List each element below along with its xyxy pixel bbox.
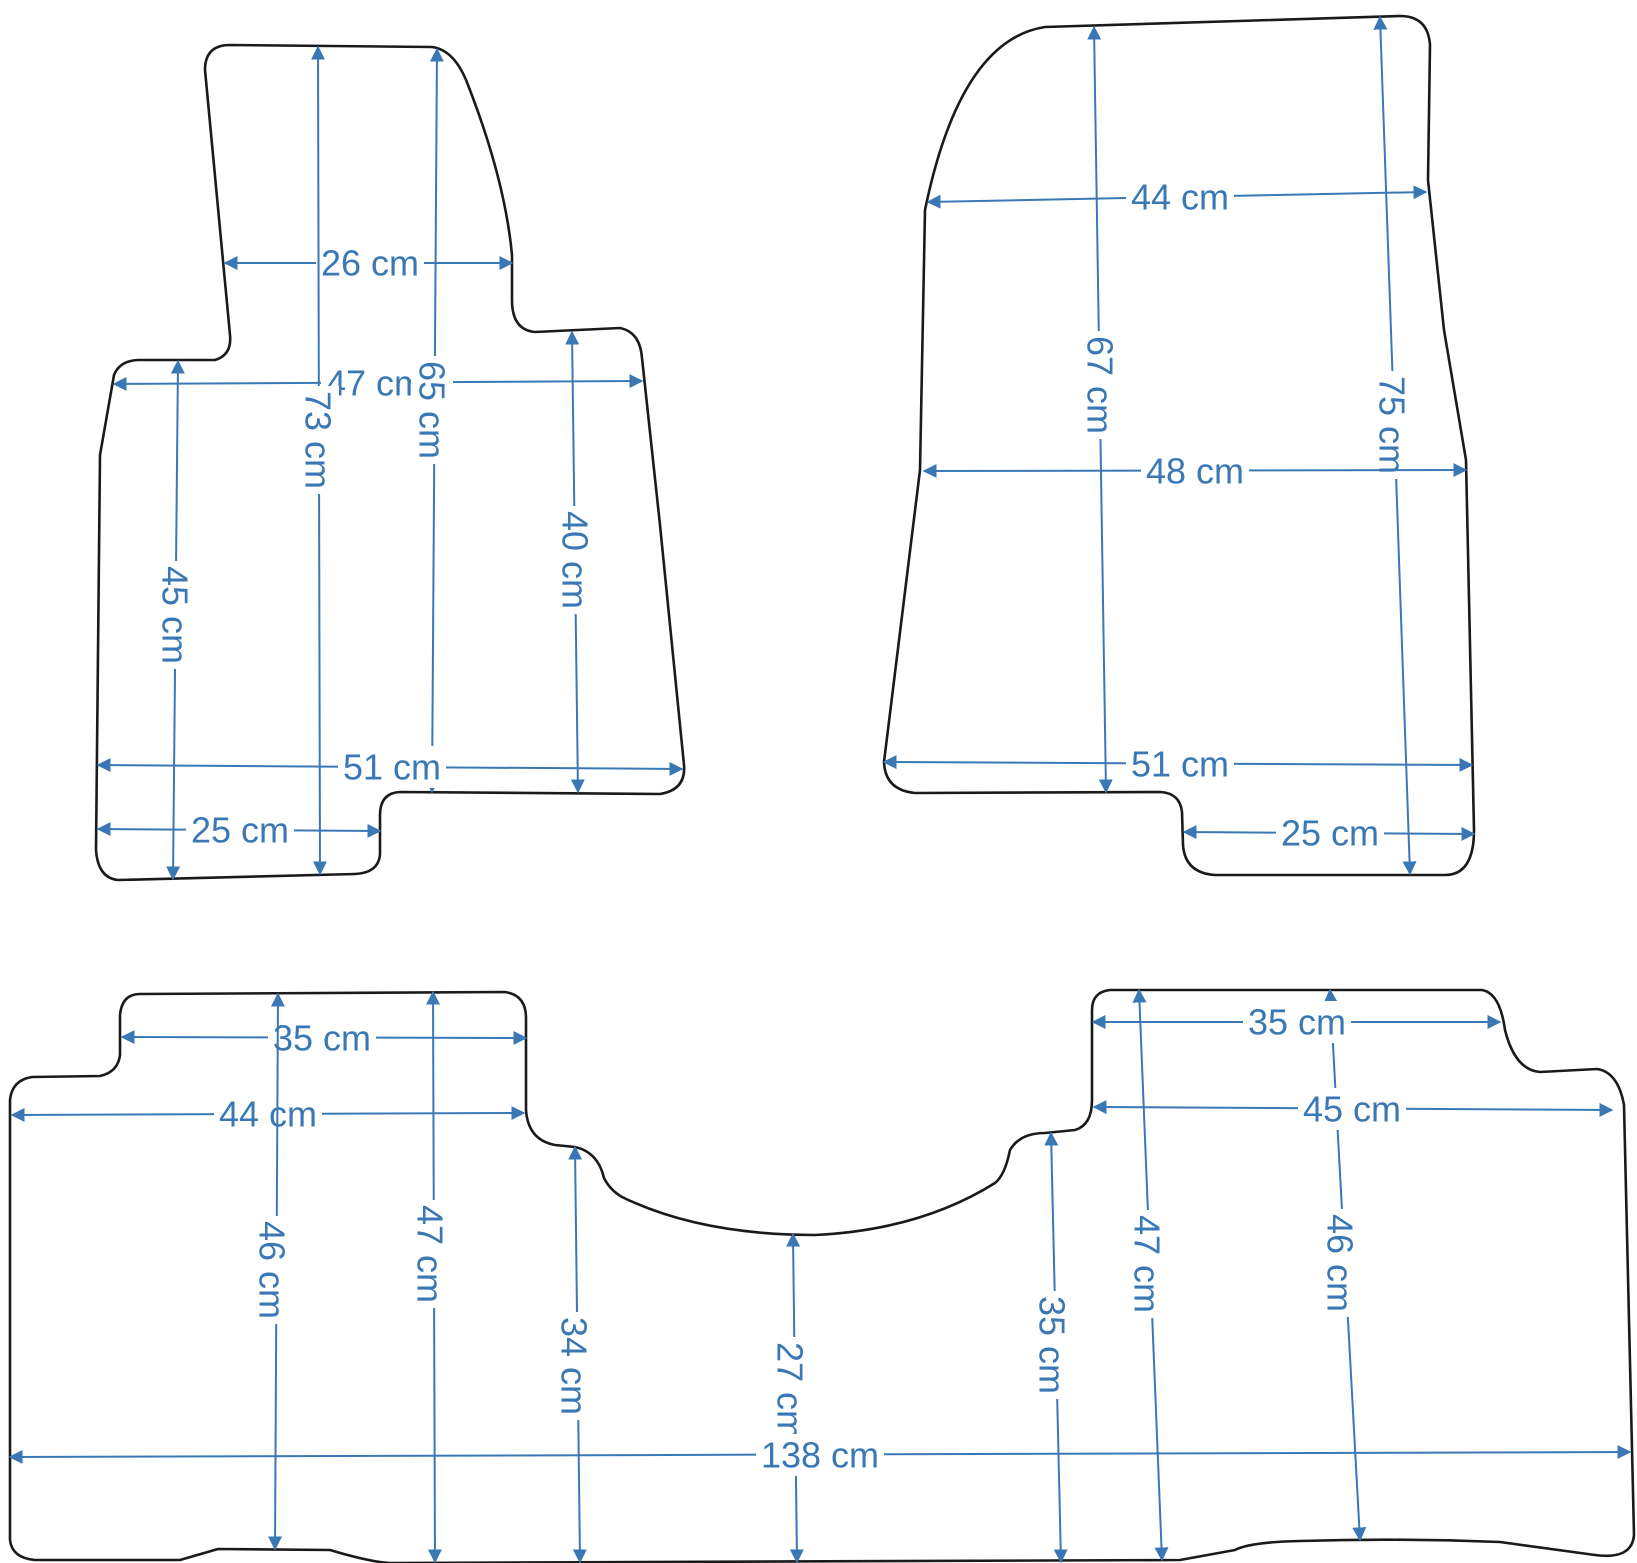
front-left-dimension-label-2: 47 cm bbox=[326, 363, 424, 404]
front-left-dimension-label-3: 73 cm bbox=[298, 391, 339, 489]
dimension-label-background bbox=[154, 561, 196, 669]
rear-dimension-label-group-9: 46 cm bbox=[1319, 1209, 1361, 1317]
front-right-dimension-label-group-5: 51 cm bbox=[1126, 743, 1234, 785]
front-right-mat-outline bbox=[882, 14, 1476, 877]
front-left-dimension-label-group-6: 45 cm bbox=[154, 561, 196, 669]
dimension-label-background bbox=[297, 386, 339, 494]
dimension-label-background bbox=[411, 356, 453, 464]
dimension-label-background bbox=[1276, 812, 1384, 854]
rear-mat-outline bbox=[8, 988, 1636, 1563]
rear-dimension-label-group-11: 45 cm bbox=[1298, 1088, 1406, 1130]
dimension-label-background bbox=[553, 1312, 595, 1420]
dimension-label-background bbox=[409, 1200, 451, 1308]
rear-dimension-label-5: 34 cm bbox=[554, 1317, 595, 1415]
dimension-label-background bbox=[1079, 331, 1121, 439]
front-left-dimension-label-group-5: 40 cm bbox=[554, 506, 596, 614]
front-left-dimension-label-1: 26 cm bbox=[321, 243, 419, 284]
front-left-mat-outline bbox=[94, 43, 686, 882]
dimension-label-background bbox=[1031, 1291, 1073, 1399]
rear-dimension-label-group-6: 27 cm bbox=[769, 1337, 811, 1445]
dimension-label-background bbox=[1371, 371, 1413, 479]
dimension-label-background bbox=[1298, 1088, 1406, 1130]
rear-dimension-label-group-12: 138 cm bbox=[756, 1434, 884, 1476]
dimension-label-background bbox=[1319, 1209, 1361, 1317]
rear-dimension-label-2: 44 cm bbox=[219, 1094, 317, 1135]
front-right-dimension-label-group-1: 44 cm bbox=[1126, 176, 1234, 218]
front-left-dimension-label-8: 25 cm bbox=[191, 810, 289, 851]
front-left-dimension-label-group-3: 73 cm bbox=[297, 386, 339, 494]
dimension-label-background bbox=[1126, 176, 1234, 218]
rear-dimension-label-group-4: 47 cm bbox=[409, 1200, 451, 1308]
dimension-label-background bbox=[1126, 743, 1234, 785]
front-left-dimension-label-group-4: 65 cm bbox=[411, 356, 453, 464]
front-right-dimension-label-6: 25 cm bbox=[1281, 813, 1379, 854]
rear-dimension-label-group-10: 35 cm bbox=[1243, 1001, 1351, 1043]
front-right-dimension-label-2: 67 cm bbox=[1080, 336, 1121, 434]
front-right-dimension-label-group-6: 25 cm bbox=[1276, 812, 1384, 854]
rear-dimension-label-1: 35 cm bbox=[273, 1018, 371, 1059]
rear-dimension-label-group-8: 47 cm bbox=[1126, 1210, 1168, 1318]
dimension-label-background bbox=[1126, 1210, 1168, 1318]
dimension-label-background bbox=[554, 506, 596, 614]
rear-dimension-label-4: 47 cm bbox=[410, 1205, 451, 1303]
front-left-dimension-label-4: 65 cm bbox=[412, 361, 453, 459]
front-right-dimension-label-group-3: 75 cm bbox=[1371, 371, 1413, 479]
rear-dimension-label-group-2: 44 cm bbox=[214, 1093, 322, 1135]
dimension-label-background bbox=[316, 242, 424, 284]
dimension-label-background bbox=[268, 1017, 376, 1059]
rear-dimension-label-3: 46 cm bbox=[252, 1221, 293, 1319]
front-left-dimension-label-group-7: 51 cm bbox=[338, 746, 446, 788]
front-left-dimension-label-group-8: 25 cm bbox=[186, 809, 294, 851]
rear-dimension-label-group-3: 46 cm bbox=[251, 1216, 293, 1324]
front-left-dimension-label-5: 40 cm bbox=[555, 511, 596, 609]
rear-dimension-label-group-7: 35 cm bbox=[1031, 1291, 1073, 1399]
rear-dimension-label-group-5: 34 cm bbox=[553, 1312, 595, 1420]
rear-dimension-label-11: 45 cm bbox=[1303, 1089, 1401, 1130]
front-left-dimension-label-6: 45 cm bbox=[155, 566, 196, 664]
rear-dimension-label-9: 46 cm bbox=[1320, 1214, 1361, 1312]
rear-dimension-label-12: 138 cm bbox=[761, 1435, 879, 1476]
dimension-label-background bbox=[251, 1216, 293, 1324]
front-left-dimension-label-group-1: 26 cm bbox=[316, 242, 424, 284]
dimension-label-background bbox=[769, 1337, 811, 1445]
dimension-label-background bbox=[338, 746, 446, 788]
rear-dimension-label-6: 27 cm bbox=[770, 1342, 811, 1440]
dimension-label-background bbox=[186, 809, 294, 851]
front-right-dimension-label-3: 75 cm bbox=[1372, 376, 1413, 474]
front-right-dimension-label-group-4: 48 cm bbox=[1141, 450, 1249, 492]
dimension-label-background bbox=[1141, 450, 1249, 492]
rear-dimension-label-10: 35 cm bbox=[1248, 1002, 1346, 1043]
front-right-dimension-label-4: 48 cm bbox=[1146, 451, 1244, 492]
dimension-label-background bbox=[1243, 1001, 1351, 1043]
front-right-dimension-label-1: 44 cm bbox=[1131, 177, 1229, 218]
front-right-dimension-label-group-2: 67 cm bbox=[1079, 331, 1121, 439]
dimension-label-background bbox=[214, 1093, 322, 1135]
front-left-dimension-label-7: 51 cm bbox=[343, 747, 441, 788]
rear-dimension-label-group-1: 35 cm bbox=[268, 1017, 376, 1059]
front-right-dimension-label-5: 51 cm bbox=[1131, 744, 1229, 785]
rear-dimension-label-7: 35 cm bbox=[1032, 1296, 1073, 1394]
dimension-label-background bbox=[756, 1434, 884, 1476]
rear-dimension-label-8: 47 cm bbox=[1127, 1215, 1168, 1313]
